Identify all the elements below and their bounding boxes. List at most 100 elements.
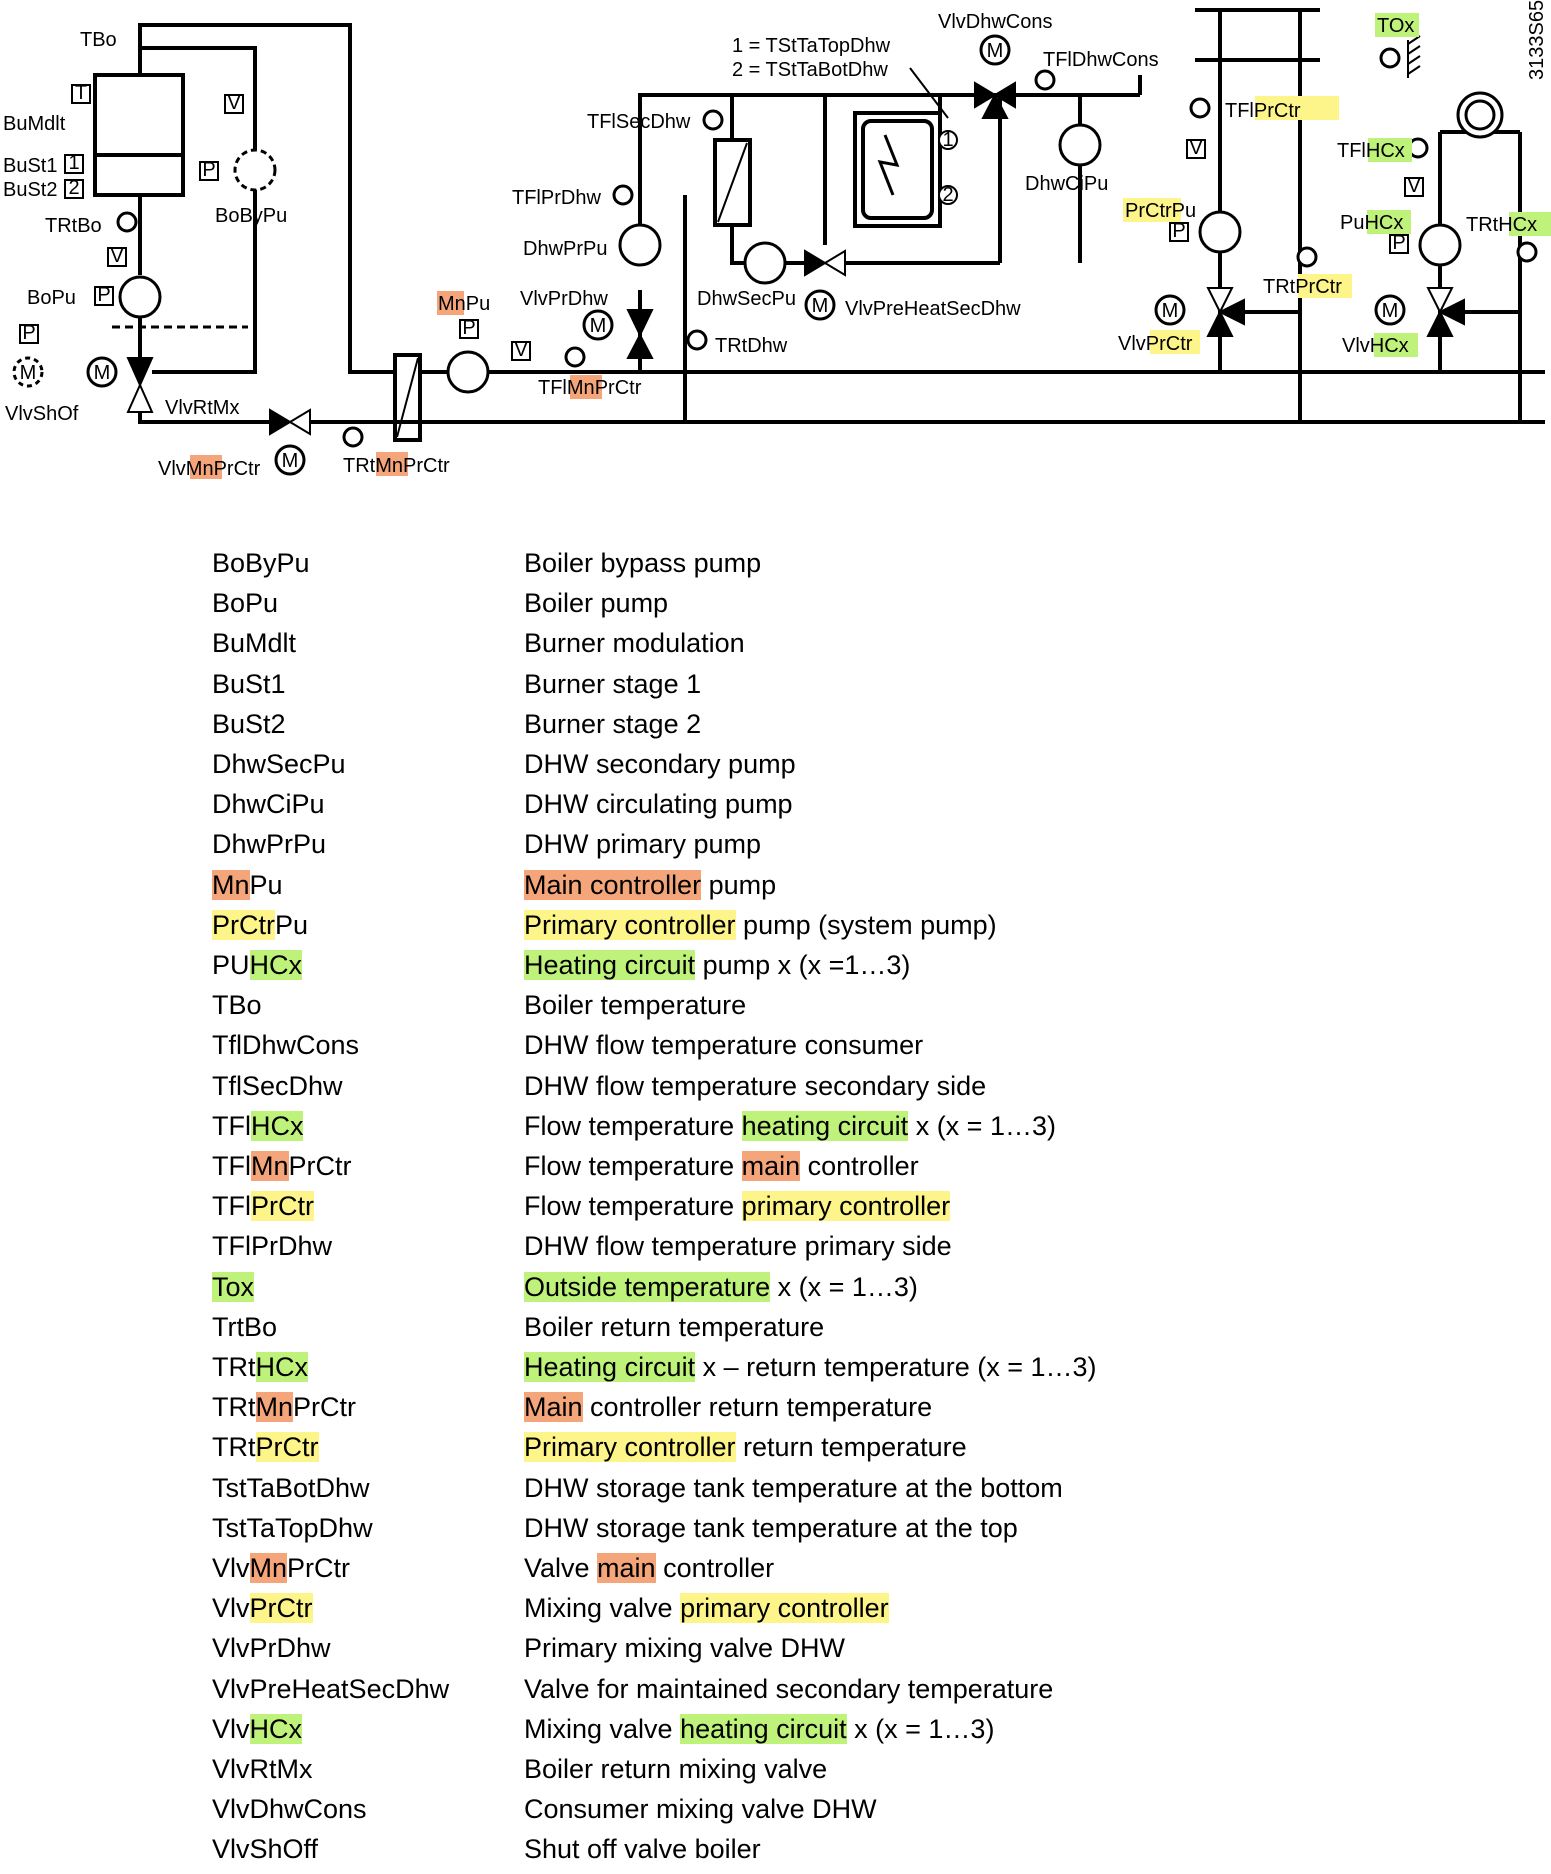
svg-text:M: M — [590, 315, 607, 337]
legend-text-segment: DhwPrPu — [212, 829, 327, 860]
legend-abbreviation: BoByPu — [212, 545, 310, 581]
legend-abbreviation: Tox — [212, 1269, 255, 1305]
legend-text-segment: primary controller — [741, 1191, 951, 1222]
label-puhcx: PuHCx — [1340, 212, 1403, 234]
svg-text:P: P — [202, 159, 215, 181]
legend-abbreviation: VlvPreHeatSecDhw — [212, 1671, 449, 1707]
dhw-circulating-pump — [1058, 123, 1102, 167]
legend-text-segment: controller — [655, 1553, 775, 1583]
legend-text-segment: TFl — [212, 1191, 251, 1222]
label-tbo: TBo — [80, 29, 117, 51]
legend-abbreviation: VlvMnPrCtr — [212, 1550, 350, 1586]
label-tox: TOx — [1377, 15, 1414, 37]
svg-text:M: M — [812, 295, 829, 317]
label-tfldhwcons: TFlDhwCons — [1043, 49, 1159, 71]
legend-description: Outside temperature x (x = 1…3) — [524, 1269, 918, 1305]
legend-text-segment: x (x = 1…3) — [846, 1713, 995, 1744]
legend-text-segment: Boiler return mixing valve — [524, 1754, 828, 1784]
svg-text:V: V — [1407, 175, 1421, 197]
svg-text:V: V — [227, 92, 241, 114]
legend-description: Main controller return temperature — [524, 1389, 932, 1425]
label-bobypu: BoByPu — [215, 205, 287, 227]
legend-text-segment: Boiler pump — [524, 588, 669, 619]
label-tank-note-1: 1 = TStTaTopDhw — [732, 35, 891, 57]
label-vlvshof: VlvShOf — [5, 403, 79, 425]
legend-text-segment: Heating circuit — [524, 1352, 696, 1382]
legend-description: Flow temperature heating circuit x (x = … — [524, 1108, 1056, 1144]
valve-dhwcons — [974, 81, 997, 109]
svg-text:2: 2 — [68, 177, 79, 199]
legend-text-segment: BuSt2 — [212, 708, 286, 739]
label-tflmnprctr: TFlMnPrCtr — [538, 377, 642, 399]
label-vlvmnprctr: VlvMnPrCtr — [158, 458, 261, 480]
label-prctrpu: PrCtrPu — [1125, 200, 1196, 222]
legend-abbreviation: DhwPrPu — [212, 826, 326, 862]
legend-description: Burner modulation — [524, 625, 745, 661]
legend-text-segment: main — [597, 1553, 656, 1583]
legend-description: DHW primary pump — [524, 826, 761, 862]
legend-text-segment: TRt — [212, 1392, 256, 1423]
legend-description: Flow temperature primary controller — [524, 1188, 951, 1224]
legend-text-segment: Burner stage 2 — [524, 708, 702, 739]
label-trtbo: TRtBo — [45, 215, 102, 237]
legend-row: VlvPreHeatSecDhw Valve for maintained sec… — [0, 1671, 1551, 1711]
legend-text-segment: Mn — [255, 1392, 294, 1423]
legend-abbreviation: PUHCx — [212, 947, 303, 983]
legend-text-segment: Boiler bypass pump — [524, 548, 762, 578]
legend-description: Valve for maintained secondary temperatu… — [524, 1671, 1053, 1707]
svg-text:M: M — [94, 362, 111, 384]
legend-text-segment: Boiler temperature — [524, 990, 747, 1021]
legend-abbreviation: TRtHCx — [212, 1349, 308, 1385]
legend-text-segment: Boiler return temperature — [524, 1311, 825, 1342]
label-trtprctr: TRtPrCtr — [1263, 276, 1342, 298]
svg-text:M: M — [987, 40, 1004, 62]
label-vlvpreheatsecdhw: VlvPreHeatSecDhw — [845, 298, 1021, 320]
legend-text-segment: DHW secondary pump — [524, 749, 796, 779]
valve-hcx — [1426, 287, 1454, 315]
legend-text-segment: Heating circuit — [524, 950, 696, 980]
legend-abbreviation: BuSt2 — [212, 706, 286, 742]
legend-text-segment: BoPu — [212, 588, 279, 619]
legend-text-segment: x – return temperature (x = 1…3) — [695, 1352, 1097, 1382]
legend-text-segment: DHW storage tank temperature at the top — [524, 1512, 1018, 1543]
legend-row: DhwPrPu DHW primary pump — [0, 826, 1551, 866]
legend-text-segment: DHW flow temperature consumer — [524, 1030, 924, 1061]
legend-text-segment: HCx — [249, 950, 303, 980]
boiler-pump — [118, 275, 162, 319]
legend-row: VlvRtMx Boiler return mixing valve — [0, 1751, 1551, 1791]
legend-abbreviation: TrtBo — [212, 1309, 277, 1345]
legend-text-segment: Main controller — [524, 869, 702, 900]
legend-text-segment: Valve — [524, 1553, 598, 1583]
legend-text-segment: BuSt1 — [212, 668, 286, 699]
label-bust1: BuSt1 — [3, 155, 57, 177]
legend-description: Primary controller pump (system pump) — [524, 907, 997, 943]
legend-description: DHW flow temperature consumer — [524, 1027, 923, 1063]
legend-abbreviation: VlvDhwCons — [212, 1791, 367, 1827]
legend-text-segment: VlvPreHeatSecDhw — [212, 1673, 450, 1704]
legend-text-segment: Consumer mixing valve DHW — [524, 1794, 877, 1825]
boiler-bypass-pump — [233, 148, 277, 192]
legend-description: Consumer mixing valve DHW — [524, 1791, 877, 1827]
legend-abbreviation: DhwSecPu — [212, 746, 346, 782]
label-bust2: BuSt2 — [3, 179, 57, 201]
label-vlvdhwcons: VlvDhwCons — [938, 11, 1052, 33]
legend-text-segment: Flow temperature — [524, 1110, 742, 1141]
legend-description: Boiler return temperature — [524, 1309, 824, 1345]
legend-text-segment: PrCtr — [288, 1151, 352, 1181]
primary-controller-pump — [1198, 210, 1242, 254]
legend-abbreviation: VlvRtMx — [212, 1751, 313, 1787]
legend-text-segment: x (x = 1…3) — [908, 1110, 1056, 1141]
legend-text-segment: PrCtr — [255, 1432, 319, 1463]
label-dhwsecpu: DhwSecPu — [697, 288, 796, 310]
legend-description: Shut off valve boiler — [524, 1831, 761, 1867]
